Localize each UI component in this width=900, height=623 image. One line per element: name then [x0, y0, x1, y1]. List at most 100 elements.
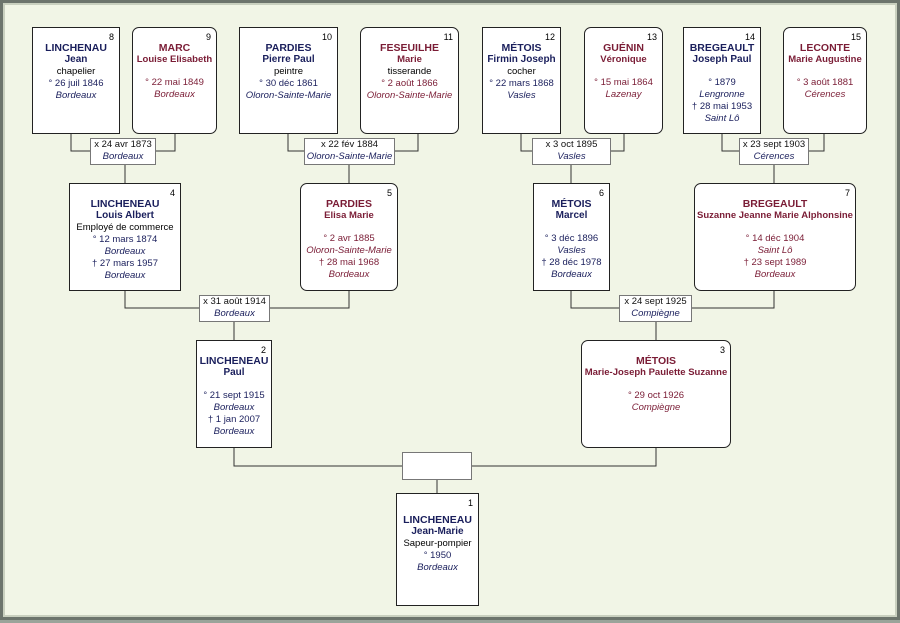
surname: LINCHENEAU	[403, 514, 472, 526]
person-4-box[interactable]: 4 LINCHENEAU Louis Albert Employé de com…	[69, 183, 181, 291]
marriage-date: x 24 avr 1873	[94, 139, 152, 150]
marriage-2-3-empty	[402, 452, 472, 480]
person-12-box[interactable]: 12 MÉTOIS Firmin Joseph cocher ° 22 mars…	[482, 27, 561, 134]
death-date: † 28 déc 1978	[541, 257, 602, 268]
person-number: 9	[205, 32, 211, 42]
marriage-10-11: x 22 fév 1884 Oloron-Sainte-Marie	[304, 138, 395, 165]
occupation: Sapeur-pompier	[403, 538, 472, 549]
birth-place: Compiègne	[631, 402, 681, 413]
birth-place: Lazenay	[605, 89, 642, 100]
person-number: 14	[744, 32, 755, 42]
connector-lines	[70, 134, 825, 493]
surname: MÉTOIS	[551, 198, 592, 210]
given-name: Marie	[397, 54, 422, 65]
marriage-place: Vasles	[557, 151, 586, 162]
person-number: 5	[386, 188, 392, 198]
surname: MÉTOIS	[635, 355, 677, 367]
death-place: Bordeaux	[328, 269, 370, 280]
marriage-12-13: x 3 oct 1895 Vasles	[532, 138, 611, 165]
birth-place: Bordeaux	[55, 90, 97, 101]
marriage-date: x 22 fév 1884	[320, 139, 379, 150]
death-place: Bordeaux	[754, 269, 796, 280]
surname: MÉTOIS	[501, 42, 542, 54]
person-8-box[interactable]: 8 LINCHENAU Jean chapelier ° 26 juil 184…	[32, 27, 120, 134]
occupation: tisserande	[387, 66, 432, 77]
occupation: chapelier	[56, 66, 96, 77]
given-name: Elisa Marie	[324, 210, 374, 221]
given-name: Firmin Joseph	[487, 54, 556, 65]
given-name: Véronique	[600, 54, 647, 65]
person-number: 10	[321, 32, 332, 42]
surname: FESEUILHE	[380, 42, 439, 54]
marriage-8-9: x 24 avr 1873 Bordeaux	[90, 138, 156, 165]
death-place: Bordeaux	[104, 270, 146, 281]
birth-place: Vasles	[507, 90, 536, 101]
person-number: 12	[544, 32, 555, 42]
person-1-box[interactable]: 1 LINCHENEAU Jean-Marie Sapeur-pompier °…	[396, 493, 479, 606]
marriage-place: Bordeaux	[102, 151, 144, 162]
person-10-box[interactable]: 10 PARDIES Pierre Paul peintre ° 30 déc …	[239, 27, 338, 134]
marriage-place: Cérences	[753, 151, 795, 162]
birth-place: Vasles	[557, 245, 586, 256]
surname: BREGEAULT	[742, 198, 808, 210]
birth-place: Oloron-Sainte-Marie	[245, 90, 332, 101]
surname: LINCHENAU	[45, 42, 107, 54]
birth-date: ° 2 août 1866	[381, 78, 438, 89]
birth-date: ° 3 déc 1896	[544, 233, 599, 244]
person-14-box[interactable]: 14 BREGEAULT Joseph Paul ° 1879 Lengronn…	[683, 27, 761, 134]
person-number: 15	[850, 32, 861, 42]
person-7-box[interactable]: 7 BREGEAULT Suzanne Jeanne Marie Alphons…	[694, 183, 856, 291]
death-place: Bordeaux	[213, 426, 255, 437]
birth-date: ° 1950	[423, 550, 452, 561]
death-date: † 28 mai 1968	[318, 257, 380, 268]
surname: LINCHENEAU	[90, 198, 160, 210]
birth-place: Lengronne	[699, 89, 745, 100]
birth-date: ° 26 juil 1846	[48, 78, 104, 89]
death-place: Bordeaux	[551, 269, 592, 280]
surname: PARDIES	[265, 42, 312, 54]
person-15-box[interactable]: 15 LECONTE Marie Augustine ° 3 août 1881…	[783, 27, 867, 134]
person-number: 7	[844, 188, 850, 198]
death-date: † 27 mars 1957	[91, 258, 158, 269]
person-number: 6	[598, 188, 604, 198]
given-name: Pierre Paul	[262, 54, 315, 65]
marriage-14-15: x 23 sept 1903 Cérences	[739, 138, 809, 165]
marriage-6-7: x 24 sept 1925 Compiègne	[619, 295, 692, 322]
given-name: Jean	[64, 54, 88, 65]
birth-place: Cérences	[804, 89, 846, 100]
surname: PARDIES	[326, 198, 372, 210]
birth-place: Oloron-Sainte-Marie	[366, 90, 453, 101]
person-number: 3	[719, 345, 725, 355]
surname: MARC	[158, 42, 191, 54]
marriage-place: Oloron-Sainte-Marie	[306, 151, 393, 162]
surname: GUÉNIN	[603, 42, 644, 54]
person-number: 13	[646, 32, 657, 42]
given-name: Joseph Paul	[692, 54, 752, 65]
birth-date: ° 14 déc 1904	[745, 233, 805, 244]
death-date: † 28 mai 1953	[691, 101, 753, 112]
person-2-box[interactable]: 2 LINCHENEAU Paul ° 21 sept 1915 Bordeau…	[196, 340, 272, 448]
person-number: 4	[169, 188, 175, 198]
person-number: 2	[260, 345, 266, 355]
given-name: Marcel	[555, 210, 588, 221]
person-3-box[interactable]: 3 MÉTOIS Marie-Joseph Paulette Suzanne °…	[581, 340, 731, 448]
person-9-box[interactable]: 9 MARC Louise Elisabeth ° 22 mai 1849 Bo…	[132, 27, 217, 134]
birth-date: ° 30 déc 1861	[259, 78, 318, 89]
person-5-box[interactable]: 5 PARDIES Elisa Marie ° 2 avr 1885 Oloro…	[300, 183, 398, 291]
given-name: Jean-Marie	[411, 526, 464, 537]
marriage-place: Compiègne	[631, 308, 680, 319]
person-6-box[interactable]: 6 MÉTOIS Marcel ° 3 déc 1896 Vasles † 28…	[533, 183, 610, 291]
person-11-box[interactable]: 11 FESEUILHE Marie tisserande ° 2 août 1…	[360, 27, 459, 134]
given-name: Marie Augustine	[788, 54, 862, 65]
birth-place: Bordeaux	[213, 402, 255, 413]
birth-place: Saint Lô	[757, 245, 793, 256]
birth-date: ° 22 mai 1849	[145, 77, 204, 88]
occupation: peintre	[273, 66, 304, 77]
birth-date: ° 3 août 1881	[796, 77, 854, 88]
occupation: cocher	[507, 66, 536, 77]
person-number: 11	[443, 32, 453, 42]
given-name: Louise Elisabeth	[136, 54, 213, 65]
death-place: Saint Lô	[704, 113, 740, 124]
person-13-box[interactable]: 13 GUÉNIN Véronique ° 15 mai 1864 Lazena…	[584, 27, 663, 134]
